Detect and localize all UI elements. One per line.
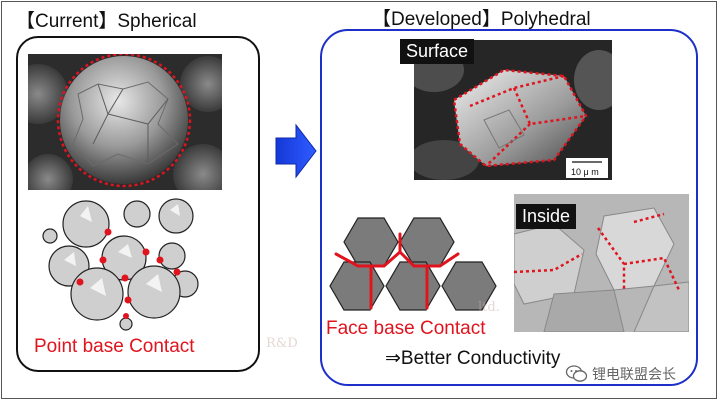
polyhedral-inside-photo <box>514 194 689 332</box>
inside-label: Inside <box>516 204 577 229</box>
faint-watermark-2: ltd. <box>478 300 500 315</box>
current-panel <box>16 36 260 372</box>
face-contact-diagram <box>329 217 497 311</box>
surface-label: Surface <box>400 39 475 64</box>
point-contact-label: Point base Contact <box>34 336 195 357</box>
spherical-particle-image <box>28 54 222 190</box>
transition-arrow <box>275 123 317 179</box>
brand-watermark: 锂电联盟会长 <box>592 366 676 382</box>
developed-title: 【Developed】Polyhedral <box>372 9 591 30</box>
face-contact-label: Face base Contact <box>326 318 486 339</box>
faint-watermark: R&D <box>266 336 298 351</box>
polyhedral-inside-image <box>514 194 689 332</box>
point-contact-diagram <box>42 198 199 331</box>
developed-panel <box>320 29 698 386</box>
wechat-icon <box>565 365 588 382</box>
scale-bar-label: 10 μ m <box>571 167 599 177</box>
spherical-particle-photo <box>28 54 222 190</box>
current-title: 【Current】Spherical <box>16 11 197 32</box>
conductivity-label: ⇒Better Conductivity <box>385 348 561 369</box>
